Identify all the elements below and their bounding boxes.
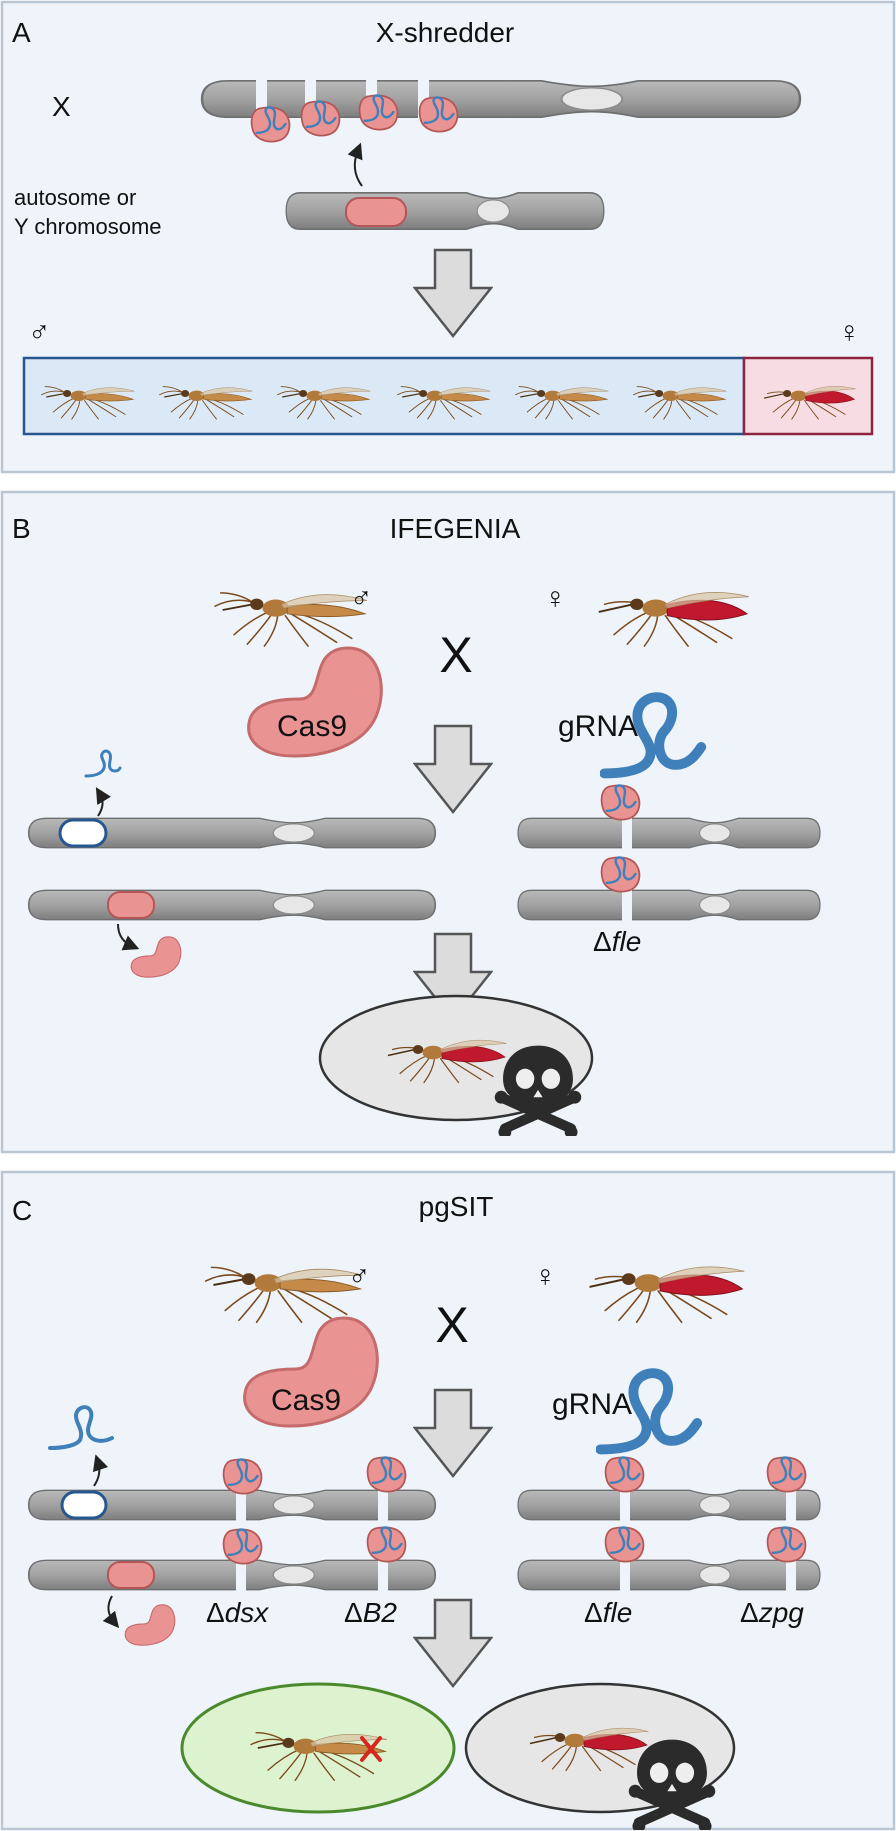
female-chromosome-1-c — [517, 1489, 821, 1521]
zpg-deletion-delta-c: Δ — [740, 1597, 759, 1628]
grna-label-c: gRNA — [552, 1388, 632, 1421]
complex-b2-2-c — [366, 1526, 407, 1563]
fle-deletion-delta-b: Δ — [593, 926, 612, 957]
complex-fle-2-c — [604, 1526, 645, 1563]
panel-a-title: X-shredder — [376, 17, 515, 48]
grna-label-b: gRNA — [558, 710, 638, 743]
cas9-label-b: Cas9 — [277, 710, 347, 743]
male-offspring-box — [22, 356, 746, 436]
female-chromosome-2-c — [517, 1559, 821, 1591]
fle-deletion-delta-c: Δ — [584, 1597, 603, 1628]
panel-b: B IFEGENIA ♂ ♀ X Cas9 gRNA Δfle — [0, 490, 896, 1154]
donor-chromosome-label-line1: autosome or — [14, 185, 136, 210]
shredder-complex-1 — [250, 106, 291, 143]
dsx-cut-2-c — [236, 1548, 246, 1596]
cross-symbol-c: X — [435, 1297, 468, 1353]
small-grna-b — [84, 749, 122, 778]
fle-deletion-gene-b: fle — [612, 926, 642, 957]
cas9-expression-arrow-c — [102, 1595, 120, 1629]
panel-c: C pgSIT ♂ ♀ X Cas9 gRNA Δdsx ΔB2 — [0, 1170, 896, 1831]
panel-c-title: pgSIT — [419, 1191, 494, 1222]
expression-arrow — [347, 142, 363, 187]
female-symbol-c: ♀ — [534, 1260, 557, 1293]
cross-symbol-b: X — [439, 627, 472, 683]
cas9-label-c: Cas9 — [271, 1384, 341, 1417]
donor-chromosome-label-line2: Y chromosome — [14, 214, 162, 239]
dsx-deletion-label-c: Δdsx — [206, 1597, 269, 1628]
panel-b-letter: B — [12, 513, 31, 544]
cas9-transgene-c — [107, 1561, 155, 1589]
fle-deletion-gene-c: fle — [603, 1597, 633, 1628]
fle-deletion-label-b: Δfle — [593, 926, 641, 957]
panel-a-letter: A — [12, 17, 31, 48]
male-symbol-a: ♂ — [28, 316, 51, 349]
complex-dsx-2-c — [222, 1528, 263, 1565]
male-chromosome-cas9-c — [27, 1559, 437, 1591]
b2-deletion-label-c: ΔB2 — [344, 1597, 397, 1628]
complex-fle-1-c — [604, 1456, 645, 1493]
fle-cut-1-b — [622, 806, 632, 854]
dsx-deletion-delta-c: Δ — [206, 1597, 225, 1628]
fle-cut-1-c — [620, 1478, 630, 1526]
cas9-transgene-b — [107, 891, 155, 919]
zpg-cut-1-c — [786, 1478, 796, 1526]
panel-a: A X-shredder X autosome or Y chromosome … — [0, 0, 896, 474]
sterile-cross-icon — [360, 1736, 382, 1762]
complex-b2-1-c — [366, 1456, 407, 1493]
male-chromosome-cas9-b — [27, 889, 437, 921]
complex-dsx-1-c — [222, 1458, 263, 1495]
complex-fle-1-b — [600, 784, 641, 821]
panel-b-title: IFEGENIA — [390, 513, 521, 544]
fle-cut-2-c — [620, 1548, 630, 1596]
b2-cut-1-c — [378, 1478, 388, 1526]
small-grna-c — [48, 1405, 114, 1450]
female-chromosome-1-b — [517, 817, 821, 849]
x-chromosome — [200, 79, 802, 119]
b2-deletion-gene-c: B2 — [363, 1597, 398, 1628]
grna-expression-arrow-c — [92, 1454, 109, 1487]
x-chromosome-label: X — [52, 91, 71, 122]
grna-transgene-b — [58, 818, 108, 848]
fle-deletion-label-c: Δfle — [584, 1597, 632, 1628]
grna-expression-arrow-b — [95, 787, 111, 817]
b2-deletion-delta-c: Δ — [344, 1597, 363, 1628]
panel-c-letter: C — [12, 1195, 32, 1226]
female-symbol-a: ♀ — [838, 316, 861, 349]
male-symbol-c: ♂ — [348, 1260, 371, 1293]
fle-cut-2-b — [622, 878, 632, 926]
cas9-expression-arrow-b — [117, 923, 140, 951]
complex-zpg-1-c — [766, 1456, 807, 1493]
donor-chromosome — [285, 191, 605, 231]
complex-fle-2-b — [600, 856, 641, 893]
shredder-complex-3 — [358, 94, 399, 131]
grna-transgene-c — [60, 1490, 108, 1520]
female-chromosome-2-b — [517, 889, 821, 921]
shredder-complex-4 — [418, 96, 459, 133]
complex-zpg-2-c — [766, 1526, 807, 1563]
male-symbol-b: ♂ — [350, 582, 373, 615]
zpg-deletion-gene-c: zpg — [758, 1597, 805, 1628]
b2-cut-2-c — [378, 1548, 388, 1596]
female-symbol-b: ♀ — [544, 582, 567, 615]
dsx-cut-1-c — [236, 1478, 246, 1526]
zpg-deletion-label-c: Δzpg — [740, 1597, 804, 1628]
dsx-deletion-gene-c: dsx — [225, 1597, 270, 1628]
cas9-transgene — [345, 197, 407, 227]
shredder-complex-2 — [300, 100, 341, 137]
zpg-cut-2-c — [786, 1548, 796, 1596]
